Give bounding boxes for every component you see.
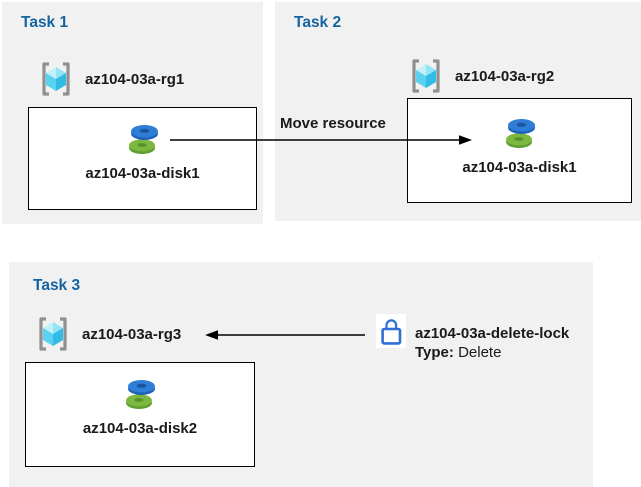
resource-group-icon xyxy=(42,62,70,96)
task2-disk-label: az104-03a-disk1 xyxy=(462,159,577,176)
task1-resource-group: az104-03a-rg1 xyxy=(37,60,184,98)
task2-resource-box: az104-03a-disk1 xyxy=(407,98,632,203)
task1-resource-group-label: az104-03a-rg1 xyxy=(85,70,185,88)
delete-lock-arrow xyxy=(205,330,365,340)
task2-panel: Task 2 az104-03a-rg2 az104-03a-disk1 xyxy=(275,2,641,221)
task2-resource-group: az104-03a-rg2 xyxy=(407,57,554,95)
move-resource-label: Move resource xyxy=(280,115,386,132)
task1-panel: Task 1 az104-03a-rg1 az104-03a-disk1 xyxy=(2,2,263,224)
resource-group-icon xyxy=(39,317,67,351)
delete-lock-type-label: Type: xyxy=(415,344,454,361)
task3-resource-group-label: az104-03a-rg3 xyxy=(82,325,182,343)
lock-icon xyxy=(380,318,401,345)
delete-lock-type: Type: Delete xyxy=(415,343,569,362)
task2-title: Task 2 xyxy=(294,14,342,31)
disk-icon xyxy=(126,380,155,409)
task1-title: Task 1 xyxy=(21,14,69,31)
task3-resource-box: az104-03a-disk2 xyxy=(25,362,255,467)
task1-disk-label: az104-03a-disk1 xyxy=(85,165,200,182)
lock-icon-box xyxy=(376,314,406,348)
task3-title: Task 3 xyxy=(33,277,81,294)
task3-resource-group: az104-03a-rg3 xyxy=(34,315,181,353)
disk-icon xyxy=(128,125,158,154)
delete-lock-type-value: Delete xyxy=(458,344,502,361)
delete-lock-name: az104-03a-delete-lock xyxy=(415,325,570,342)
task3-panel: Task 3 az104-03a-rg3 az104-03a-disk2 xyxy=(9,262,593,487)
task3-disk-label: az104-03a-disk2 xyxy=(82,420,198,437)
move-resource-arrow xyxy=(170,135,472,145)
task1-resource-box: az104-03a-disk1 xyxy=(28,107,257,210)
resource-group-icon xyxy=(412,59,440,93)
task2-resource-group-label: az104-03a-rg2 xyxy=(455,67,555,85)
delete-lock-info: az104-03a-delete-lock Type: Delete xyxy=(415,324,569,362)
disk-icon xyxy=(505,119,535,148)
